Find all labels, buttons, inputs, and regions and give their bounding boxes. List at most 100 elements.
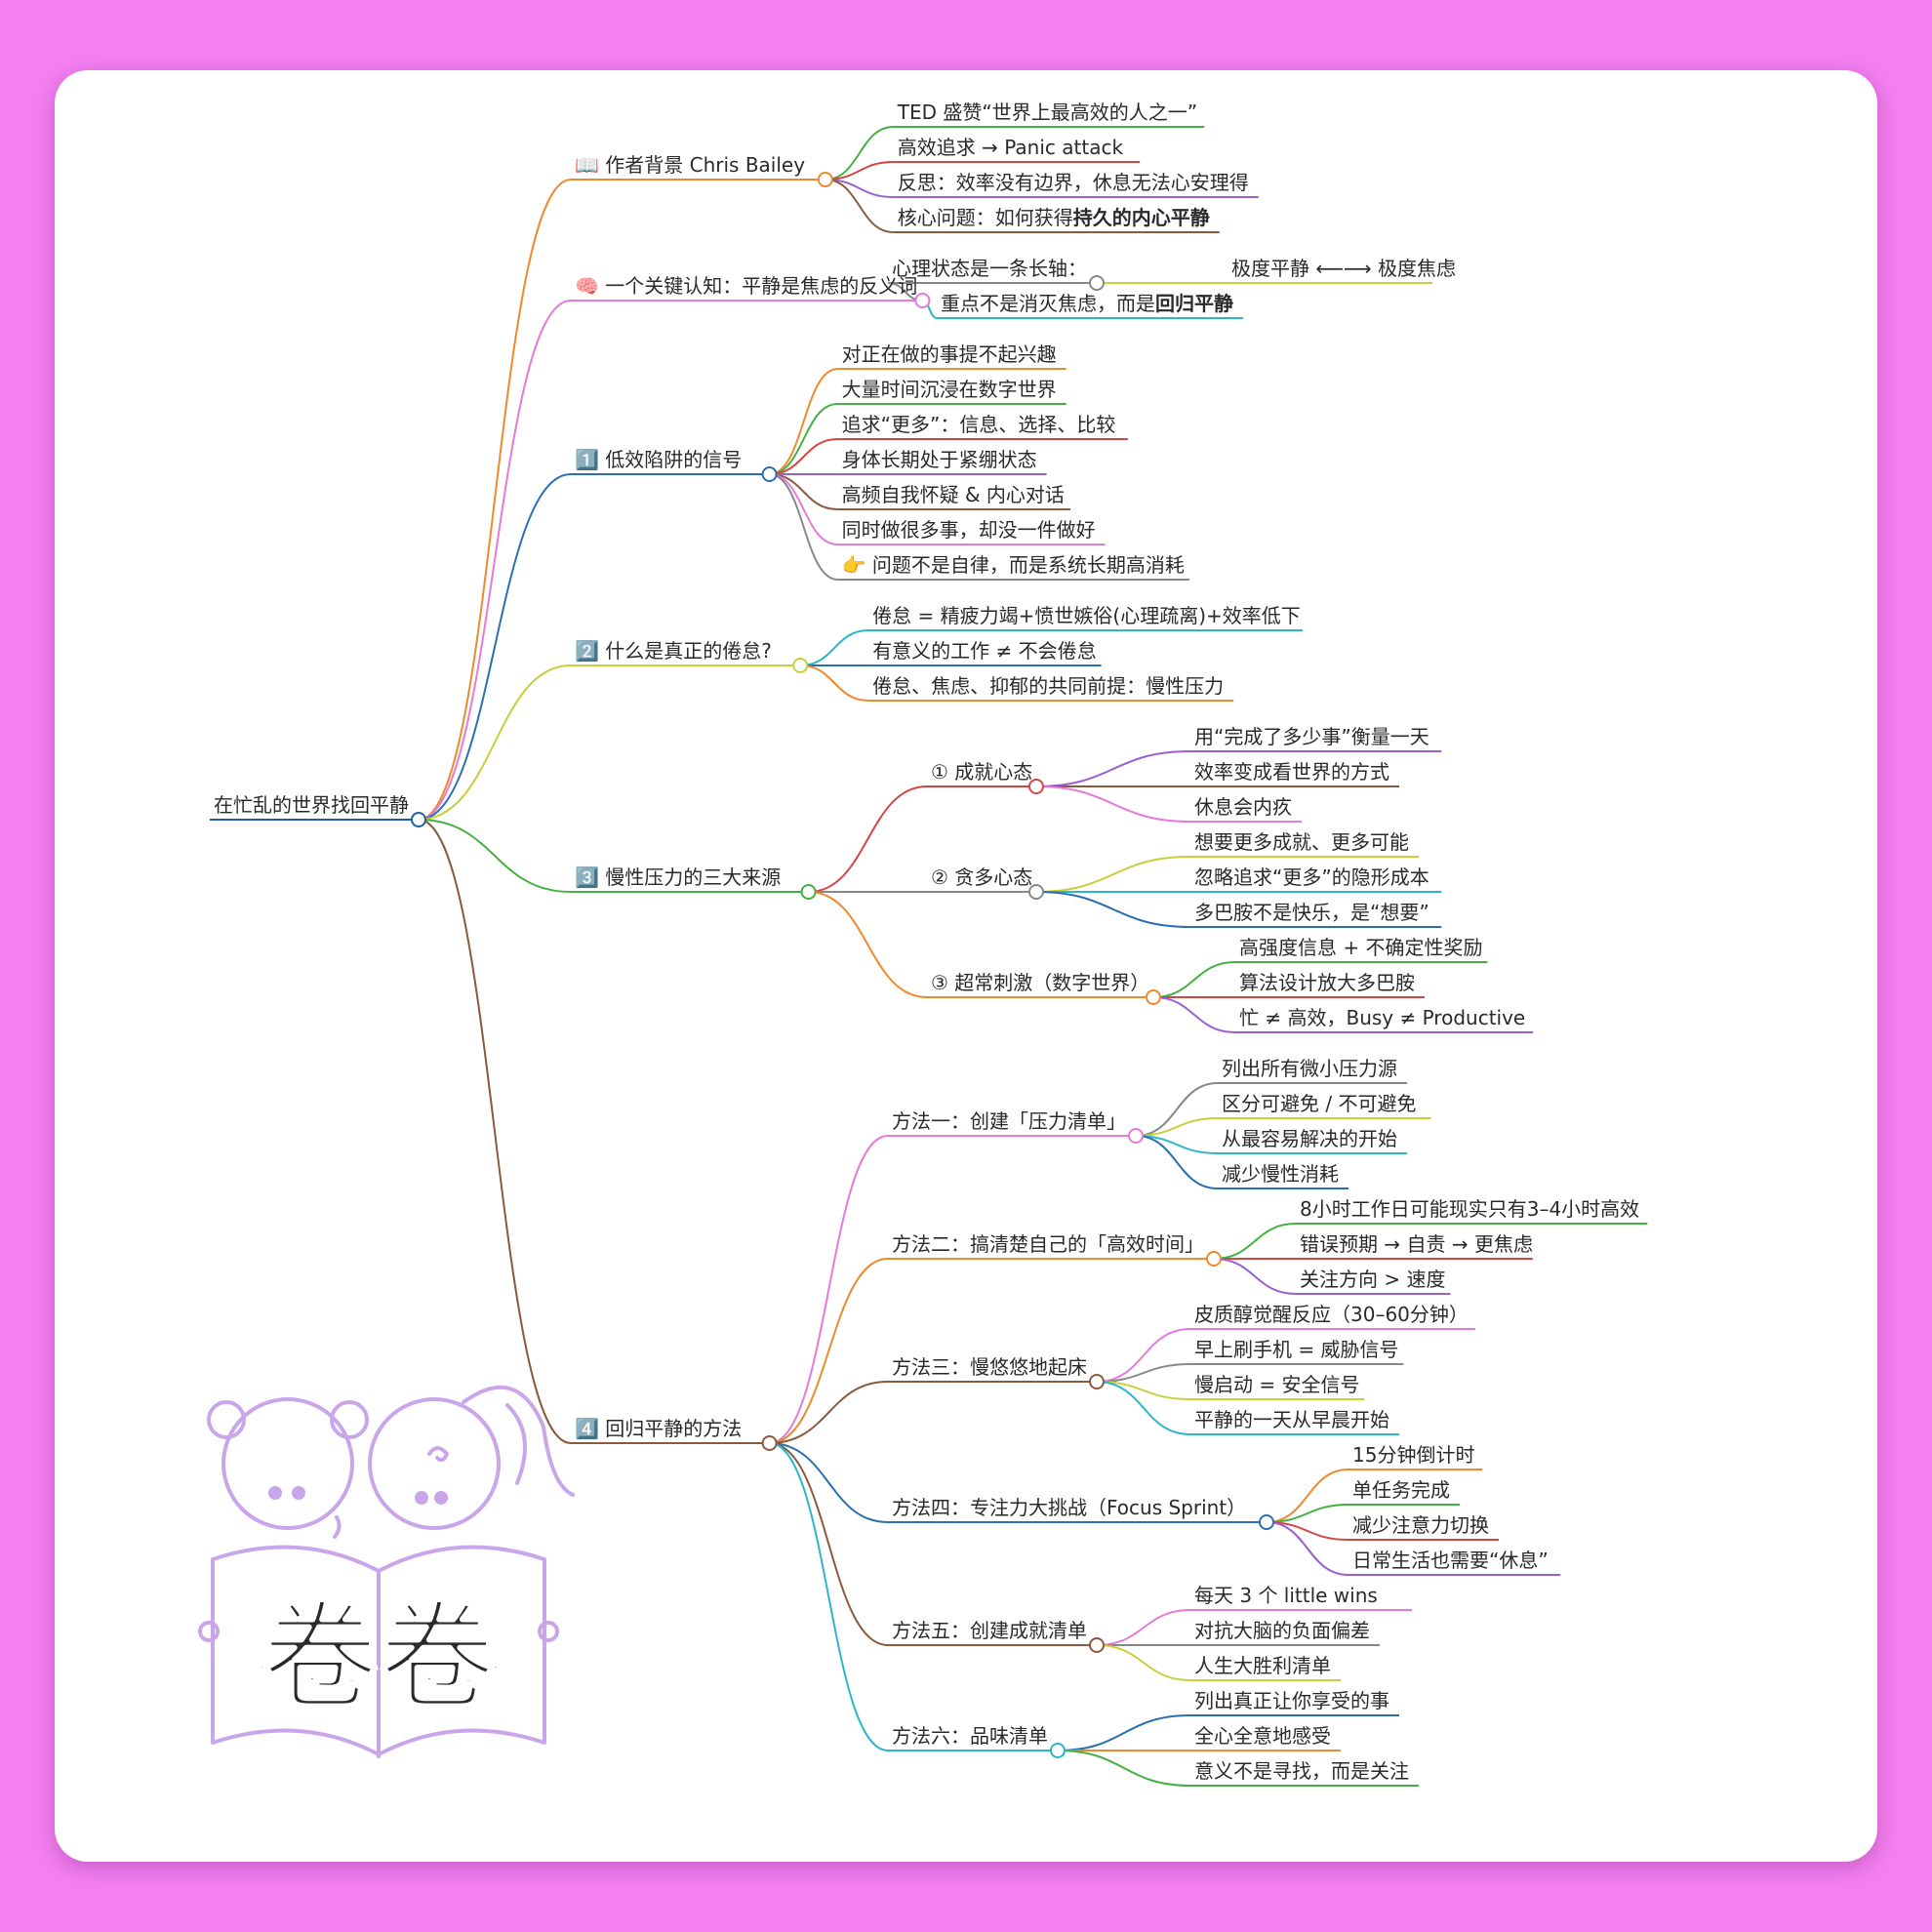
node-label[interactable]: 高效追求 → Panic attack (898, 136, 1124, 159)
root-node-label[interactable]: 在忙乱的世界找回平静 (214, 793, 409, 817)
node-label[interactable]: 日常生活也需要“休息” (1352, 1549, 1549, 1572)
node-text: 人生大胜利清单 (1194, 1654, 1331, 1677)
node-label[interactable]: 4️⃣ 回归平静的方法 (575, 1417, 742, 1440)
node-label[interactable]: 3️⃣ 慢性压力的三大来源 (575, 865, 781, 889)
collapse-toggle[interactable] (1089, 1637, 1105, 1653)
branch-link (1135, 1117, 1219, 1137)
node-label[interactable]: 全心全意地感受 (1194, 1724, 1331, 1748)
node-label[interactable]: 同时做很多事，却没一件做好 (842, 518, 1096, 542)
node-label[interactable]: 方法六：品味清单 (892, 1724, 1048, 1748)
node-label[interactable]: TED 盛赞“世界上最高效的人之一” (897, 101, 1197, 124)
node-label[interactable]: 区分可避免 / 不可避免 (1222, 1092, 1416, 1115)
collapse-toggle[interactable] (1206, 1251, 1222, 1267)
node-label[interactable]: 忙 ≠ 高效，Busy ≠ Productive (1239, 1006, 1525, 1029)
collapse-toggle[interactable] (1089, 1374, 1105, 1389)
node-label[interactable]: 重点不是消灭焦虑，而是回归平静 (941, 292, 1233, 315)
node-label[interactable]: 倦怠、焦虑、抑郁的共同前提：慢性压力 (872, 674, 1224, 698)
node-label[interactable]: 方法五：创建成就清单 (892, 1619, 1087, 1642)
node-text: 减少注意力切换 (1352, 1513, 1489, 1537)
node-label[interactable]: 算法设计放大多巴胺 (1239, 971, 1415, 994)
node-label[interactable]: 心理状态是一条长轴： (892, 257, 1087, 280)
branch-link (1135, 1082, 1219, 1137)
collapse-toggle[interactable] (761, 1435, 778, 1451)
node-label[interactable]: 关注方向 > 速度 (1300, 1268, 1445, 1291)
branch-link (769, 368, 838, 475)
node-label[interactable]: 对抗大脑的负面偏差 (1194, 1619, 1370, 1642)
node-label[interactable]: 休息会内疚 (1194, 795, 1292, 819)
node-label[interactable]: 1️⃣ 低效陷阱的信号 (575, 448, 742, 471)
node-label[interactable]: 人生大胜利清单 (1194, 1654, 1331, 1677)
collapse-toggle[interactable] (1128, 1128, 1144, 1144)
node-label[interactable]: 减少注意力切换 (1352, 1513, 1489, 1537)
node-label[interactable]: 平静的一天从早晨开始 (1194, 1408, 1389, 1431)
node-label[interactable]: 想要更多成就、更多可能 (1194, 830, 1409, 854)
node-text: 15分钟倒计时 (1352, 1443, 1474, 1467)
branch-link (769, 473, 838, 545)
node-label[interactable]: 👉 问题不是自律，而是系统长期高消耗 (842, 553, 1185, 577)
node-label[interactable]: 15分钟倒计时 (1352, 1443, 1474, 1467)
node-label[interactable]: 极度平静 ⟵⟶ 极度焦虑 (1231, 257, 1456, 280)
collapse-toggle[interactable] (914, 293, 931, 308)
node-label[interactable]: 大量时间沉浸在数字世界 (842, 378, 1057, 401)
node-text: 列出所有微小压力源 (1222, 1057, 1397, 1080)
node-label[interactable]: 对正在做的事提不起兴趣 (842, 342, 1057, 366)
collapse-toggle[interactable] (761, 466, 778, 482)
collapse-toggle[interactable] (1259, 1514, 1274, 1530)
node-label[interactable]: 身体长期处于紧绷状态 (842, 448, 1037, 471)
branch-link (418, 819, 572, 1444)
node-label[interactable]: 追求“更多”：信息、选择、比较 (842, 413, 1116, 436)
node-label[interactable]: 列出所有微小压力源 (1222, 1057, 1397, 1080)
left-kid-hair-curl (333, 1515, 342, 1539)
node-label[interactable]: 2️⃣ 什么是真正的倦怠? (575, 639, 772, 663)
node-text: 高效追求 → Panic attack (898, 136, 1124, 159)
mindmap-edges (210, 126, 1648, 1787)
node-label[interactable]: 方法四：专注力大挑战（Focus Sprint） (892, 1496, 1246, 1519)
collapse-toggle[interactable] (411, 812, 426, 827)
node-label[interactable]: 减少慢性消耗 (1222, 1162, 1339, 1186)
node-label[interactable]: 皮质醇觉醒反应（30–60分钟） (1194, 1303, 1469, 1326)
collapse-toggle[interactable] (1146, 989, 1161, 1005)
node-text: 方法四：专注力大挑战（Focus Sprint） (892, 1496, 1246, 1519)
node-label[interactable]: 方法三：慢悠悠地起床 (892, 1355, 1087, 1379)
node-label[interactable]: 意义不是寻找，而是关注 (1194, 1759, 1409, 1783)
collapse-toggle[interactable] (1028, 884, 1044, 900)
node-label[interactable]: 📖 作者背景 Chris Bailey (575, 153, 805, 177)
collapse-toggle[interactable] (1028, 779, 1044, 794)
node-label[interactable]: 🧠 一个关键认知：平静是焦虑的反义词 (575, 274, 917, 298)
node-label[interactable]: 方法一：创建「压力清单」 (892, 1109, 1126, 1133)
node-label[interactable]: 慢启动 = 安全信号 (1194, 1373, 1359, 1396)
collapse-toggle[interactable] (1089, 275, 1105, 291)
node-label[interactable]: 每天 3 个 little wins (1194, 1584, 1378, 1607)
node-text: 作者背景 Chris Bailey (599, 153, 805, 177)
node-label[interactable]: ② 贪多心态 (931, 865, 1032, 889)
node-label[interactable]: ③ 超常刺激（数字世界） (931, 971, 1149, 994)
node-label[interactable]: 多巴胺不是快乐，是“想要” (1194, 901, 1429, 924)
collapse-toggle[interactable] (817, 172, 833, 187)
node-label[interactable]: 早上刷手机 = 威胁信号 (1194, 1338, 1398, 1361)
node-text: 日常生活也需要“休息” (1352, 1549, 1549, 1572)
node-label[interactable]: 核心问题：如何获得持久的内心平静 (898, 206, 1210, 229)
node-text: 慢性压力的三大来源 (599, 865, 781, 889)
collapse-toggle[interactable] (792, 658, 809, 673)
node-label[interactable]: 单任务完成 (1352, 1478, 1450, 1502)
node-label[interactable]: 高强度信息 + 不确定性奖励 (1239, 936, 1482, 959)
node-label[interactable]: ① 成就心态 (931, 760, 1032, 784)
node-label[interactable]: 8小时工作日可能现实只有3–4小时高效 (1300, 1197, 1639, 1221)
node-label[interactable]: 忽略追求“更多”的隐形成本 (1194, 865, 1429, 889)
node-text: ② 贪多心态 (931, 865, 1032, 889)
node-label[interactable]: 倦怠 = 精疲力竭+愤世嫉俗(心理疏离)+效率低下 (872, 604, 1301, 627)
node-label[interactable]: 方法二：搞清楚自己的「高效时间」 (892, 1232, 1204, 1256)
node-label[interactable]: 列出真正让你享受的事 (1194, 1689, 1389, 1712)
node-label[interactable]: 有意义的工作 ≠ 不会倦怠 (872, 639, 1096, 663)
branch-link (769, 1442, 889, 1751)
node-label[interactable]: 反思：效率没有边界，休息无法心安理得 (898, 171, 1249, 194)
left-kid-bun-right (330, 1400, 369, 1439)
collapse-toggle[interactable] (800, 884, 817, 900)
node-label[interactable]: 错误预期 → 自责 → 更焦虑 (1300, 1232, 1533, 1256)
branch-link (769, 473, 838, 510)
node-label[interactable]: 效率变成看世界的方式 (1194, 760, 1389, 784)
node-label[interactable]: 从最容易解决的开始 (1222, 1127, 1397, 1150)
collapse-toggle[interactable] (1050, 1743, 1066, 1758)
node-label[interactable]: 高频自我怀疑 & 内心对话 (842, 483, 1065, 506)
node-label[interactable]: 用“完成了多少事”衡量一天 (1194, 725, 1429, 748)
